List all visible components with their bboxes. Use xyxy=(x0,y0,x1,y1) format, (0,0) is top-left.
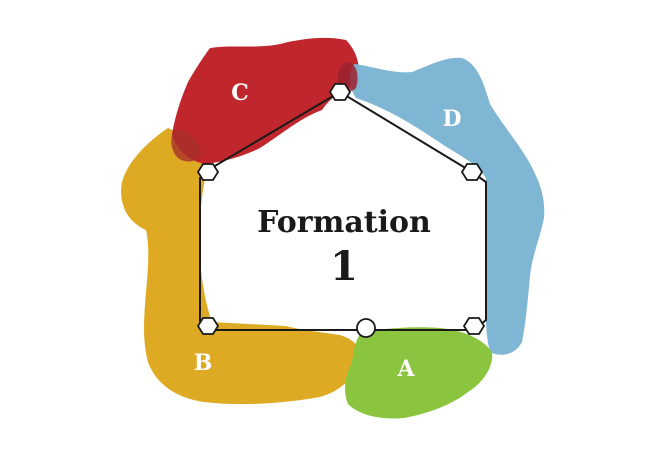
region-label-c: C xyxy=(231,80,249,106)
node-lower-left xyxy=(196,317,220,335)
node-lower-right xyxy=(462,317,486,335)
region-label-d: D xyxy=(442,106,461,132)
node-upper-right xyxy=(460,163,484,181)
diagram-title: Formation xyxy=(257,205,431,240)
node-top xyxy=(328,83,352,101)
region-label-a: A xyxy=(396,356,415,382)
overlap-c-b xyxy=(171,129,202,162)
node-upper-left xyxy=(196,163,220,181)
region-c-shape xyxy=(172,37,359,165)
region-a-shape xyxy=(345,327,493,419)
region-d-shape xyxy=(349,57,545,355)
region-label-b: B xyxy=(194,350,213,376)
node-bottom-circle xyxy=(356,318,376,338)
diagram-title-number: 1 xyxy=(330,243,358,290)
region-b-shape xyxy=(121,128,362,405)
